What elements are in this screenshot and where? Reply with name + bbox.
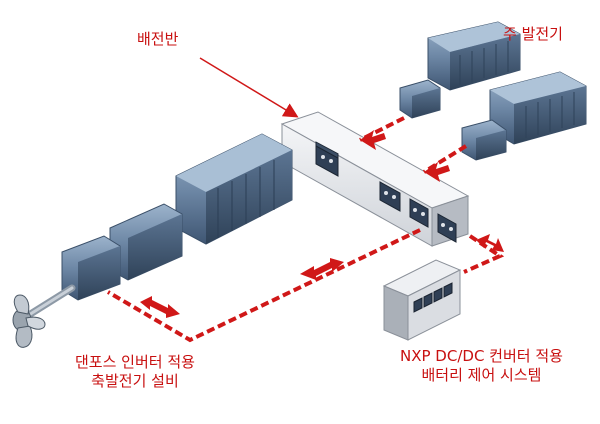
battery-cabinet: [382, 259, 462, 341]
arrow-left-icon: [424, 162, 450, 182]
shaft-generator-label-line2: 축발전기 설비: [91, 372, 179, 390]
shaft-generator-label: 댄포스 인버터 적용 축발전기 설비: [75, 353, 195, 391]
battery-label-line2: 배터리 제어 시스템: [421, 366, 542, 384]
switchboard-panel: [280, 111, 470, 247]
propeller-icon: [12, 294, 46, 348]
switchboard-pointer: [199, 57, 299, 118]
arrow-left-icon: [360, 130, 386, 150]
double-arrow-icon: [476, 234, 504, 252]
double-arrow-icon: [300, 258, 344, 280]
switchboard-label: 배전반: [137, 30, 179, 48]
battery-label: NXP DC/DC 컨버터 적용 배터리 제어 시스템: [400, 347, 563, 385]
main-generator-2: [461, 71, 587, 161]
double-arrow-icon: [140, 296, 180, 318]
shaft-generator: [61, 203, 183, 301]
propulsion-engine: [175, 133, 293, 245]
main-generator-1: [399, 21, 521, 119]
shaft-generator-label-line1: 댄포스 인버터 적용: [75, 353, 195, 371]
flow-arrows: [140, 130, 504, 318]
line-switchboard-to-shaft: [106, 228, 421, 343]
propeller-assembly: [12, 284, 76, 348]
battery-label-line1: NXP DC/DC 컨버터 적용: [400, 347, 563, 365]
main-generator-label: 주 발전기: [503, 25, 563, 43]
